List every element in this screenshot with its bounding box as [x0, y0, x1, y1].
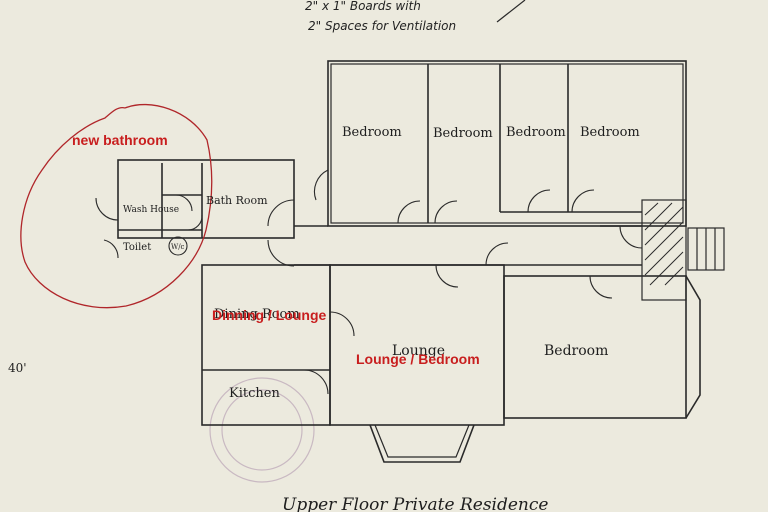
note-line-1: 2" x 1" Boards with [305, 0, 421, 13]
room-label-bedroom-1: Bedroom [342, 125, 402, 140]
faint-stamp [209, 377, 315, 483]
room-label-kitchen: Kitchen [229, 386, 280, 401]
note-pointer [496, 0, 526, 23]
hatched-stair [644, 202, 684, 286]
room-label-toilet: Toilet [123, 242, 151, 253]
room-label-bedroom-2: Bedroom [433, 126, 493, 141]
room-label-dining-original: Dining Room [214, 307, 300, 322]
room-label-wash-house: Wash House [123, 205, 179, 215]
room-label-bedroom-3: Bedroom [506, 125, 566, 140]
room-label-wc: W/c [171, 243, 185, 251]
annotation-lounge-bedroom: Lounge / Bedroom [356, 351, 480, 367]
note-line-2: 2" Spaces for Ventilation [308, 19, 456, 33]
room-label-lounge-original: Lounge [392, 343, 445, 359]
room-label-bedroom-5: Bedroom [544, 343, 608, 359]
annotation-new-bathroom: new bathroom [72, 132, 168, 148]
room-label-bedroom-4: Bedroom [580, 125, 640, 140]
dimension-label: 40' [8, 361, 27, 375]
annotation-dining-lounge: Dinning / Lounge [212, 307, 327, 323]
door-swings [95, 169, 643, 395]
house-walls [117, 60, 725, 463]
room-label-bath-room: Bath Room [206, 194, 268, 207]
new-bathroom-outline [20, 103, 213, 309]
plan-title: Upper Floor Private Residence [282, 495, 548, 512]
